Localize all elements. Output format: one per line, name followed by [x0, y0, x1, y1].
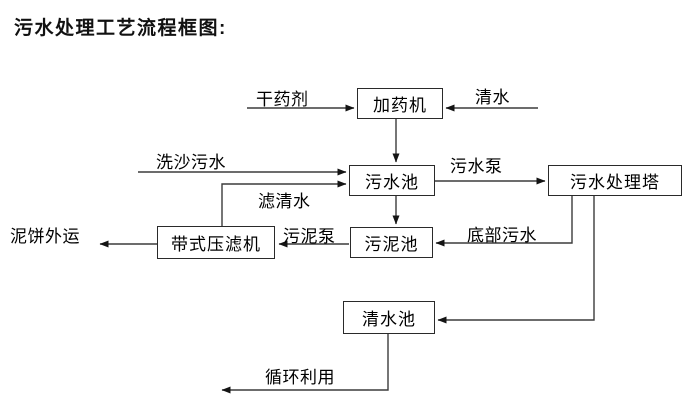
diagram-title: 污水处理工艺流程框图:	[14, 18, 227, 39]
flow-label-bottom-sewage: 底部污水	[467, 226, 537, 245]
node-clear-water-pool: 清水池	[343, 301, 435, 334]
node-sludge-pool: 污泥池	[350, 227, 433, 258]
node-dosing-machine: 加药机	[357, 88, 443, 119]
arrow-tower-bottom-to-sludge-pool	[435, 196, 573, 247]
node-sewage-pool: 污水池	[349, 165, 435, 196]
flow-label-sewage-pump: 污水泵	[450, 157, 503, 176]
node-belt-filter-press: 带式压滤机	[157, 226, 275, 259]
flow-label-mud-cake-out: 泥饼外运	[10, 227, 80, 246]
flow-label-filtered-clear-water: 滤清水	[258, 192, 311, 211]
flow-label-sludge-pump: 污泥泵	[283, 227, 336, 246]
arrow-tower-to-clear-water-pool	[437, 196, 595, 324]
flow-label-clear-water: 清水	[475, 88, 510, 107]
flow-label-recycle-use: 循环利用	[265, 368, 335, 387]
flow-label-sand-washing-sewage: 洗沙污水	[156, 153, 226, 172]
arrow-filtered-water-to-sewage-pool	[221, 180, 347, 226]
node-sewage-treatment-tower: 污水处理塔	[548, 165, 682, 196]
flow-label-dry-agent: 干药剂	[256, 90, 309, 109]
arrow-clear-water-pool-to-recycle	[221, 334, 389, 394]
